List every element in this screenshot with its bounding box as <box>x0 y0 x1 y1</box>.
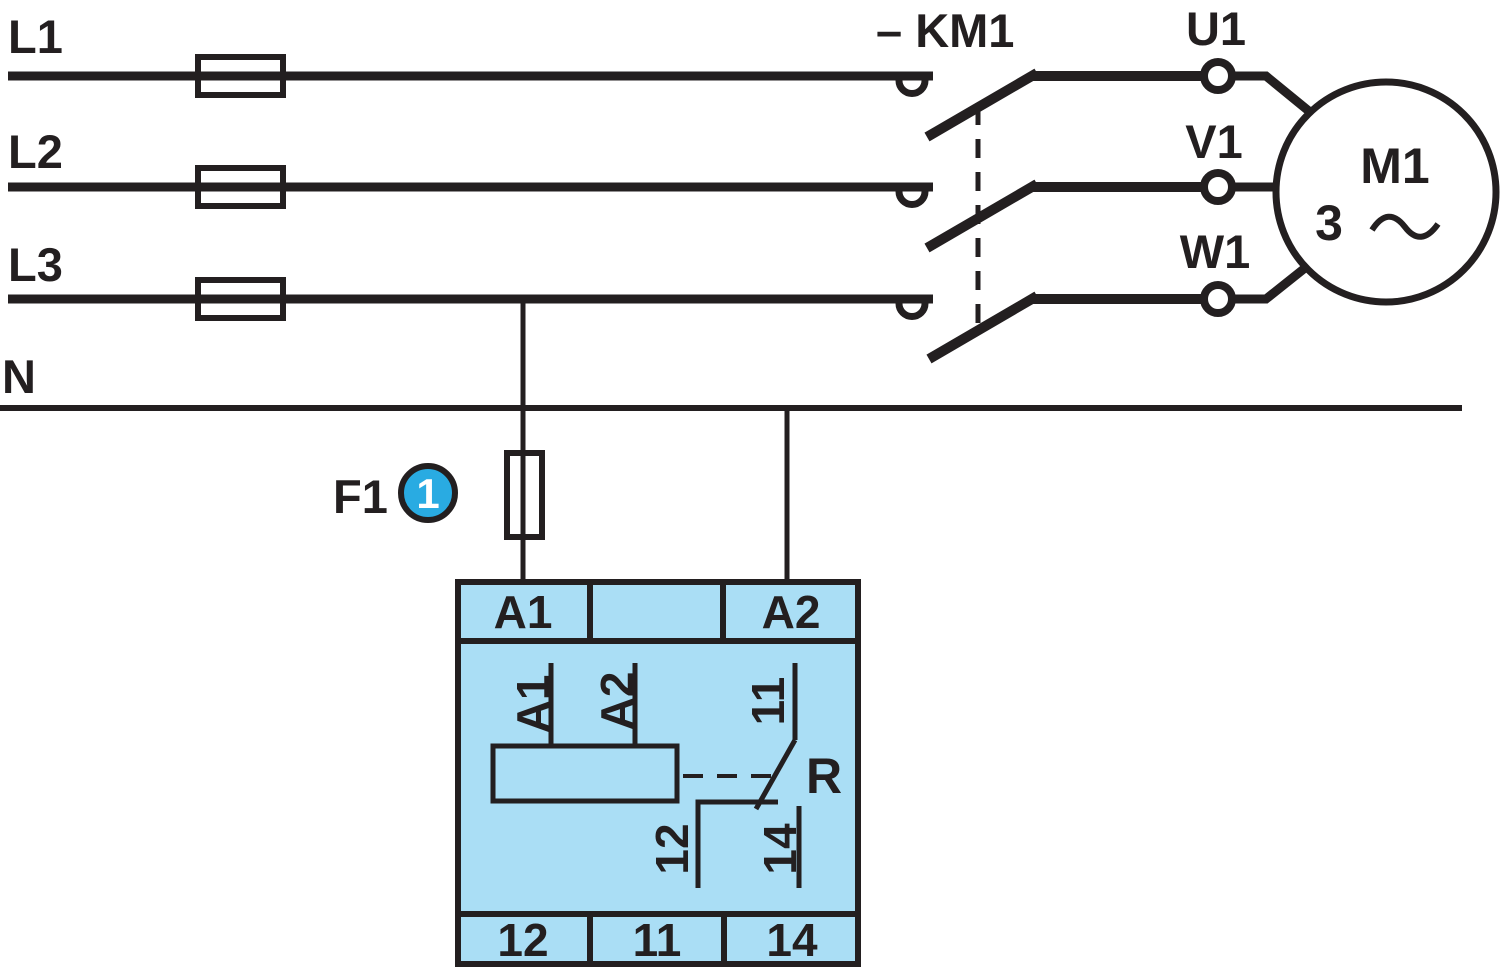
callout-badge-number: 1 <box>416 470 439 517</box>
contactor-blade-2 <box>924 179 1040 253</box>
label-motor-phases: 3 <box>1315 195 1343 251</box>
fuse-symbol-l2 <box>195 165 286 209</box>
contactor-fixed-contact-3 <box>895 303 929 320</box>
relay-bottom-terminal-11: 11 <box>633 914 682 966</box>
contactor-fixed-contact-2 <box>895 191 929 208</box>
label-motor-name: M1 <box>1360 138 1429 194</box>
relay-contact-blade <box>753 738 798 811</box>
fuse-symbol-l3 <box>195 277 286 321</box>
label-terminal-v1: V1 <box>1185 115 1243 168</box>
relay-pin-label-12: 12 <box>646 823 698 874</box>
callout-badge-circle <box>398 463 458 523</box>
label-l1: L1 <box>8 10 63 63</box>
label-fuse-f1: F1 <box>333 470 388 523</box>
relay-label-r: R <box>806 748 842 804</box>
ac-sine-wave-icon <box>1369 213 1441 240</box>
relay-coil-symbol <box>490 743 680 804</box>
relay-pin-label-a2: A2 <box>591 672 643 731</box>
motor-lead-w1 <box>1232 260 1313 304</box>
relay-pin-label-a1: A1 <box>507 675 559 734</box>
label-contactor-km1: – KM1 <box>876 4 1014 57</box>
relay-module-body <box>455 579 861 967</box>
contactor-blade-1 <box>924 68 1040 142</box>
terminal-circle-v1 <box>1200 169 1236 205</box>
label-terminal-u1: U1 <box>1186 2 1246 55</box>
relay-pin-label-14: 14 <box>754 823 806 875</box>
relay-top-terminal-a2: A2 <box>762 586 821 638</box>
motor-lead-u1 <box>1232 71 1313 116</box>
contactor-blade-3 <box>926 291 1040 364</box>
relay-contact-nc-path <box>695 799 778 888</box>
terminal-circle-u1 <box>1200 58 1236 94</box>
fuse-symbol-l1 <box>195 54 286 98</box>
contactor-fixed-contact-1 <box>895 80 929 97</box>
label-l2: L2 <box>8 125 63 178</box>
relay-bottom-terminal-14: 14 <box>766 914 818 966</box>
relay-top-terminal-a1: A1 <box>494 586 553 638</box>
relay-bottom-terminal-12: 12 <box>497 914 548 966</box>
terminal-circle-w1 <box>1200 281 1236 317</box>
label-terminal-w1: W1 <box>1180 225 1251 278</box>
fuse-symbol-f1 <box>504 450 545 540</box>
label-l3: L3 <box>8 238 63 291</box>
label-neutral: N <box>2 350 36 403</box>
relay-pin-label-11: 11 <box>742 677 794 726</box>
motor-body-circle <box>1272 78 1500 306</box>
